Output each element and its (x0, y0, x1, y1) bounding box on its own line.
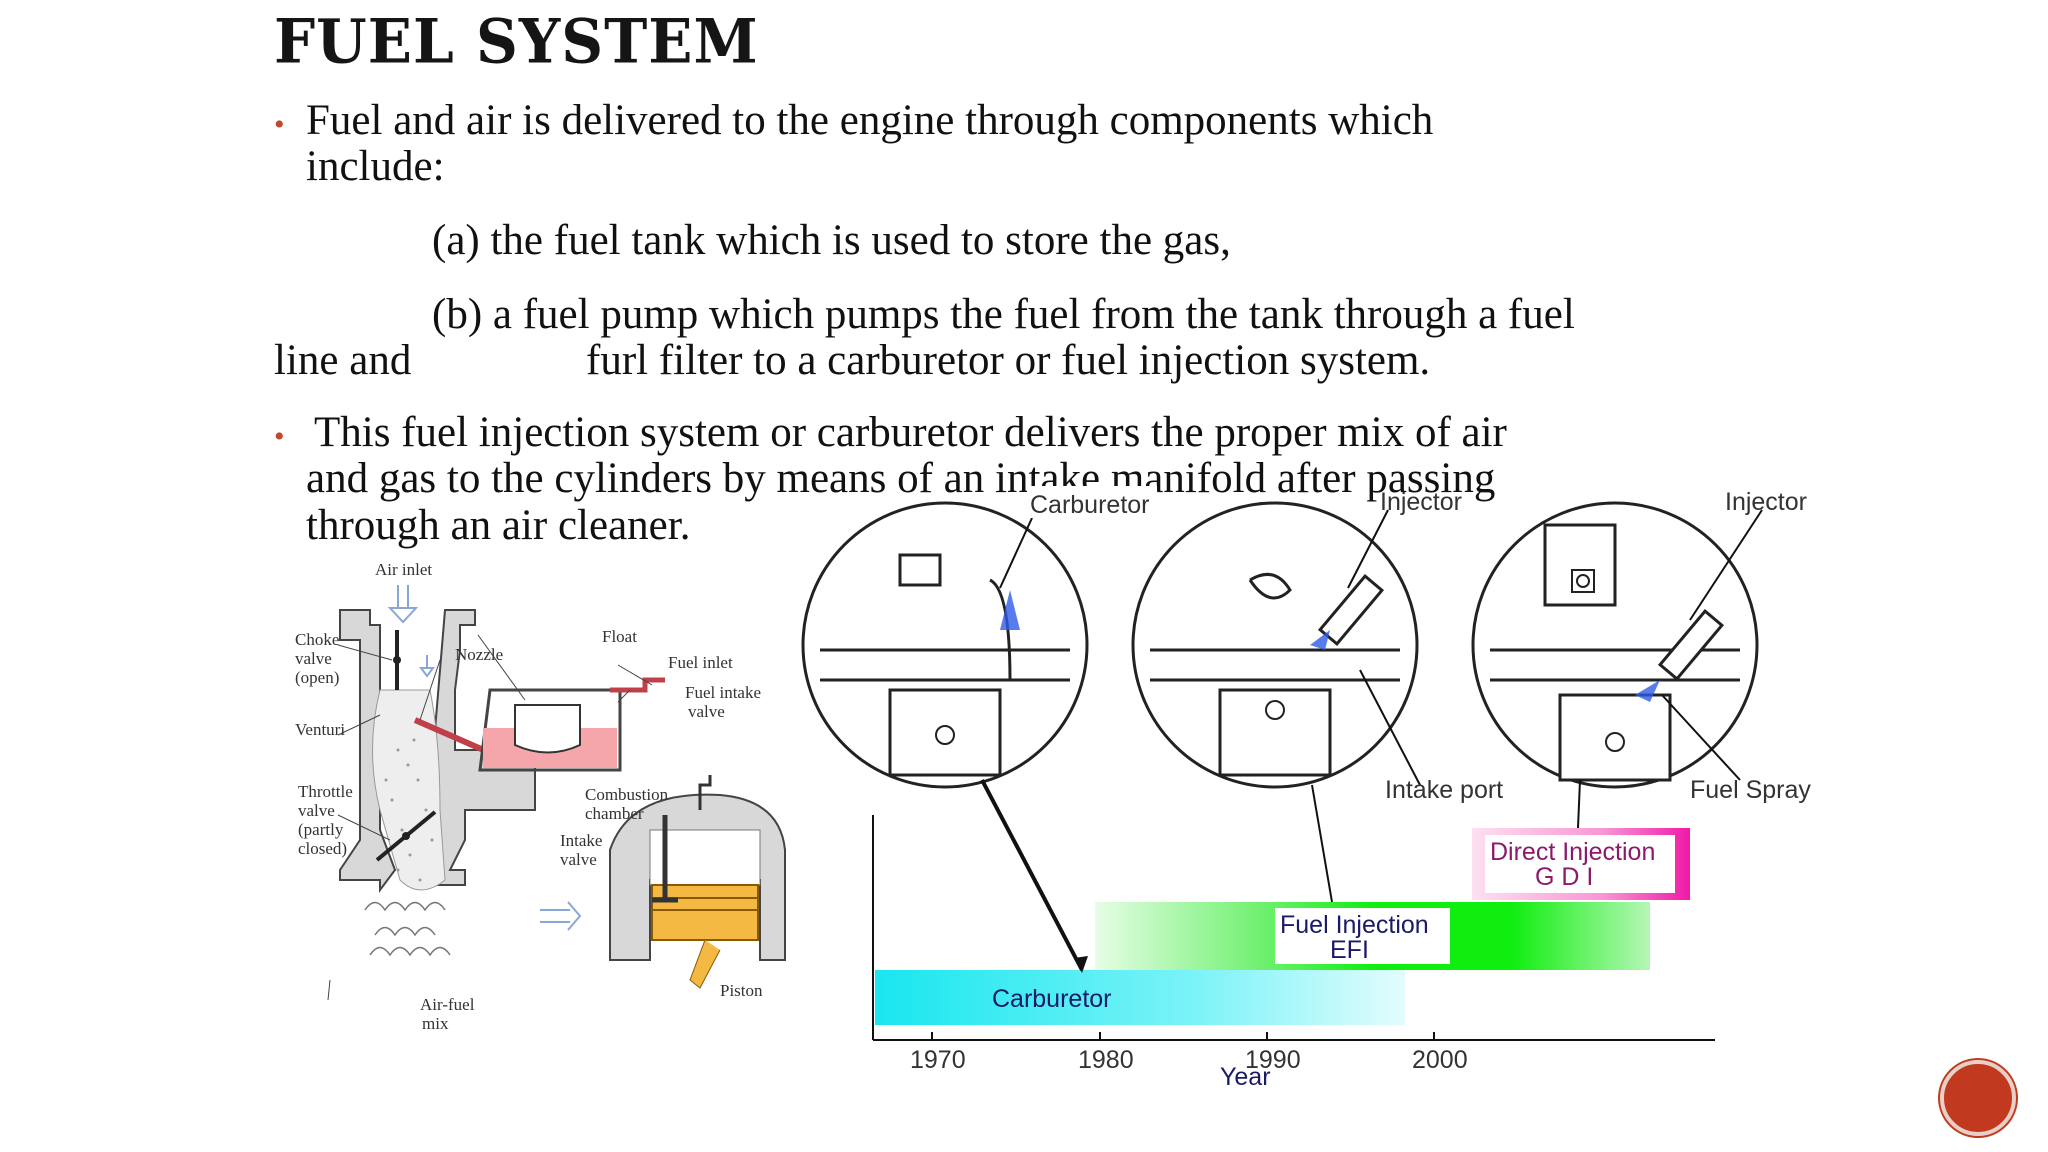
fuel-intake-label: Fuel intake (685, 683, 761, 702)
gdi-pointer (1577, 779, 1581, 829)
engine-circle-carburetor (801, 501, 1089, 789)
venturi-label: Venturi (295, 720, 345, 739)
fuel-inlet-pipe (610, 677, 665, 693)
injector-callout-label: Injector (1380, 488, 1462, 516)
carburetor-callout-line (999, 517, 1033, 589)
x-axis-tick-label: 1980 (1078, 1046, 1134, 1074)
bullet2-line3: through an air cleaner. (306, 502, 691, 549)
throttle-label: (partly (298, 820, 344, 839)
bullet2-line1: This fuel injection system or carburetor… (314, 409, 1507, 456)
intake-valve-stem (652, 815, 678, 903)
fuel-spray-callout-line (1661, 694, 1741, 781)
connecting-rod (689, 939, 721, 989)
carburetor-callout-bg (1027, 486, 1157, 518)
efi-pointer (1311, 784, 1333, 903)
injector-callout-line (1689, 509, 1763, 621)
throttle-label: Throttle (298, 782, 353, 801)
float-label: Float (602, 627, 637, 646)
nozzle-label: Nozzle (455, 645, 503, 664)
injector-callout-line (1347, 509, 1389, 589)
choke-pivot (393, 656, 401, 664)
slide-title: FUEL SYSTEM (274, 6, 759, 78)
x-axis-tick-label: 1970 (910, 1046, 966, 1074)
gdi-label-box (1485, 835, 1675, 893)
item-b-line2b: furl filter to a carburetor or fuel inje… (586, 337, 1431, 384)
air-fuel-cloud (364, 901, 451, 957)
carburetor-era-bar (875, 970, 1405, 1025)
x-axis-year-label: Year (1220, 1063, 1271, 1091)
fuel-inlet-label: Fuel inlet (668, 653, 733, 672)
gdi-label: Direct Injection (1490, 838, 1655, 866)
air-fuel-label: Air-fuel (420, 995, 475, 1014)
bullet-dot: • (274, 108, 285, 141)
air-inlet-label: Air inlet (375, 560, 432, 579)
air-fuel-particles (384, 738, 434, 882)
throttle-label: closed) (298, 839, 347, 858)
bullet-dot: • (274, 420, 285, 453)
bullet2-line2: and gas to the cylinders by means of an … (306, 455, 1496, 502)
carburetor-callout-label: Carburetor (1030, 491, 1150, 519)
efi-label: Fuel Injection (1280, 911, 1429, 939)
intake-port-callout-line (1359, 669, 1421, 786)
bullet1-line2: include: (306, 143, 445, 190)
piston-block (651, 884, 759, 941)
venturi-throat (372, 689, 446, 891)
carb-leader-lines (327, 634, 653, 1001)
choke-label: valve (295, 649, 332, 668)
throttle-label: valve (298, 801, 335, 820)
efi-label-box (1275, 908, 1450, 964)
engine-circle-efi (1131, 501, 1419, 789)
x-axis-ticks: 1970 1980 1990 2000 (910, 1032, 1468, 1074)
injector-callout-label: Injector (1725, 488, 1807, 516)
carburetor-diagram: Air inlet (295, 560, 786, 1033)
carburetor-bar-label: Carburetor (992, 985, 1112, 1013)
fuel-intake-label: valve (688, 702, 725, 721)
air-fuel-label: mix (422, 1014, 449, 1033)
choke-label: (open) (295, 668, 339, 687)
piston-label: Piston (720, 981, 763, 1000)
x-axis-tick-label: 2000 (1412, 1046, 1468, 1074)
combustion-chamber (649, 829, 761, 886)
intake-valve-label: valve (560, 850, 597, 869)
engine-circle-gdi (1471, 501, 1759, 789)
carburetor-pointer (980, 779, 1084, 971)
choke-label: Choke (295, 630, 339, 649)
fuel-timeline-figure: 1970 1980 1990 2000 Year Fuel Injection EFI… (801, 486, 1811, 1091)
intake-port-label: Intake port (1385, 776, 1503, 804)
bullet1-line1: Fuel and air is delivered to the engine … (306, 97, 1434, 144)
x-axis-tick-label: 1990 (1245, 1046, 1301, 1074)
combustion-label: Combustion (585, 785, 669, 804)
float (514, 704, 581, 754)
fuel-spray-label: Fuel Spray (1690, 776, 1811, 804)
slide-nav-button[interactable] (1940, 1060, 2016, 1136)
item-a: (a) the fuel tank which is used to store… (432, 217, 1231, 264)
throttle-pivot (402, 832, 410, 840)
combustion-label: chamber (585, 804, 644, 823)
spark-plug (698, 775, 712, 810)
item-b-line1: (b) a fuel pump which pumps the fuel fro… (432, 291, 1575, 338)
intake-valve-label: Intake (560, 831, 602, 850)
flow-arrow-icon (540, 901, 582, 931)
carb-left-wall (339, 609, 397, 893)
gdi-label: G D I (1535, 863, 1593, 891)
efi-label: EFI (1330, 936, 1369, 964)
item-b-line2a: line and (274, 337, 412, 384)
